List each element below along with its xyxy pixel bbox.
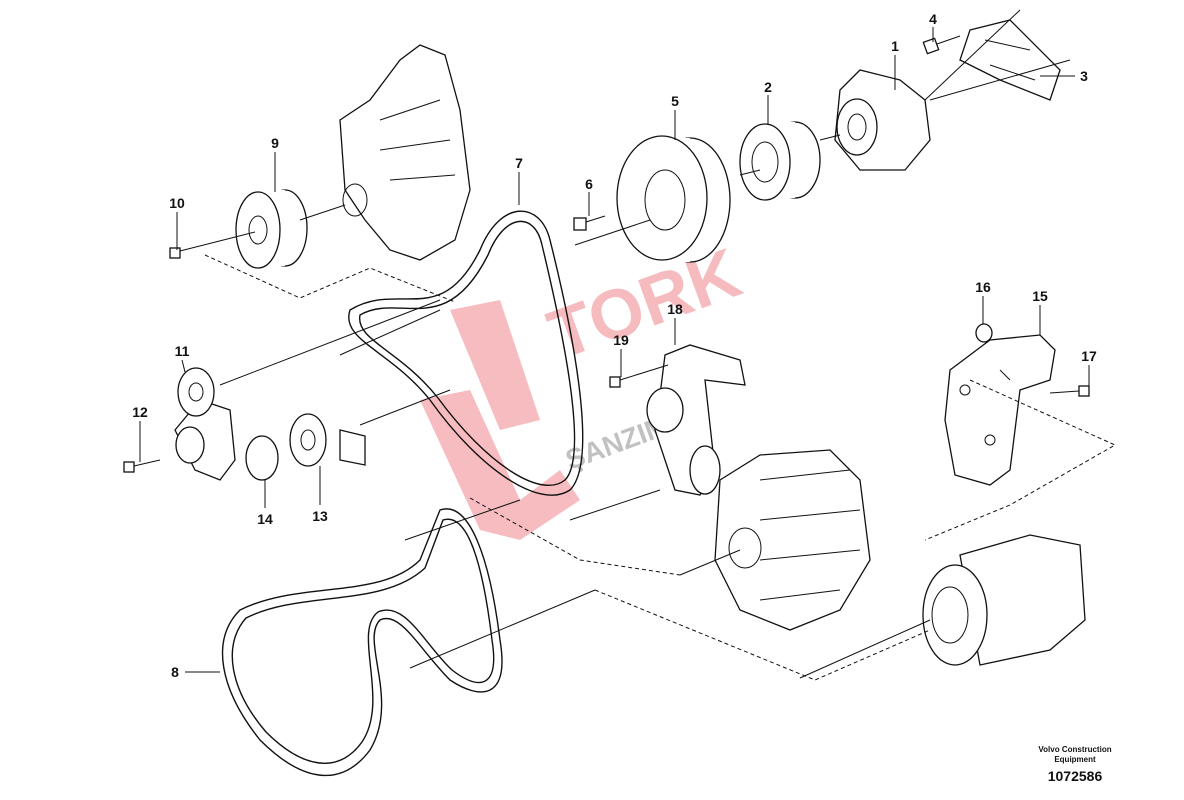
- drawing-footer: Volvo Construction Equipment 1072586: [1020, 745, 1130, 784]
- part-1-hub[interactable]: [834, 69, 931, 171]
- part-2-bearing[interactable]: [739, 121, 821, 201]
- callout-19: 19: [613, 332, 629, 348]
- part-7-belt-inner: [359, 220, 576, 486]
- callout-1: 1: [891, 38, 899, 54]
- callout-14: 14: [257, 511, 273, 527]
- part-14-cap[interactable]: [245, 435, 279, 481]
- callout-4: 4: [929, 11, 937, 27]
- part-18-tensioner[interactable]: [646, 344, 746, 496]
- ac-compressor: [922, 534, 1086, 666]
- callout-10: 10: [169, 195, 185, 211]
- dashed-alignment-lines: [204, 254, 1117, 681]
- part-3-bracket[interactable]: [959, 19, 1061, 101]
- callout-8: 8: [171, 664, 179, 680]
- callout-6: 6: [585, 176, 593, 192]
- callout-12: 12: [132, 404, 148, 420]
- callout-labels: 1 2 3 4 5 6 7 8 9 10 11 12 13 14 15 16 1…: [132, 11, 1097, 680]
- part-12-bolt[interactable]: [123, 459, 161, 473]
- callout-11: 11: [175, 343, 190, 359]
- alternator: [714, 449, 871, 631]
- callout-3: 3: [1080, 68, 1088, 84]
- part-10-bolt[interactable]: [169, 231, 256, 259]
- part-7-belt[interactable]: [348, 210, 584, 496]
- part-8-belt-inner: [231, 518, 495, 764]
- leader-lines: [139, 9, 1090, 679]
- part-6-bolt[interactable]: [573, 215, 606, 231]
- part-5-crank-pulley[interactable]: [616, 135, 731, 263]
- callout-17: 17: [1081, 348, 1097, 364]
- part-8-belt[interactable]: [221, 508, 503, 777]
- part-13-idler[interactable]: [289, 413, 366, 467]
- callout-5: 5: [671, 93, 679, 109]
- callout-13: 13: [312, 508, 328, 524]
- part-16-ring[interactable]: [975, 323, 993, 343]
- part-19-bolt[interactable]: [609, 364, 669, 388]
- part-9-idler-pulley[interactable]: [235, 189, 308, 269]
- company-line-1: Volvo Construction: [1038, 745, 1112, 754]
- callout-7: 7: [515, 155, 523, 171]
- callout-9: 9: [271, 135, 279, 151]
- callout-2: 2: [764, 79, 772, 95]
- part-15-bracket[interactable]: [944, 334, 1056, 486]
- callout-16: 16: [975, 279, 991, 295]
- part-17-bolt[interactable]: [1049, 385, 1090, 397]
- company-line-2: Equipment: [1054, 755, 1096, 764]
- water-pump: [339, 44, 471, 261]
- part-11-tensioner[interactable]: [174, 367, 236, 481]
- callout-18: 18: [667, 301, 683, 317]
- callout-15: 15: [1032, 288, 1048, 304]
- part-4-bolt[interactable]: [922, 35, 961, 55]
- drawing-number: 1072586: [1047, 768, 1103, 784]
